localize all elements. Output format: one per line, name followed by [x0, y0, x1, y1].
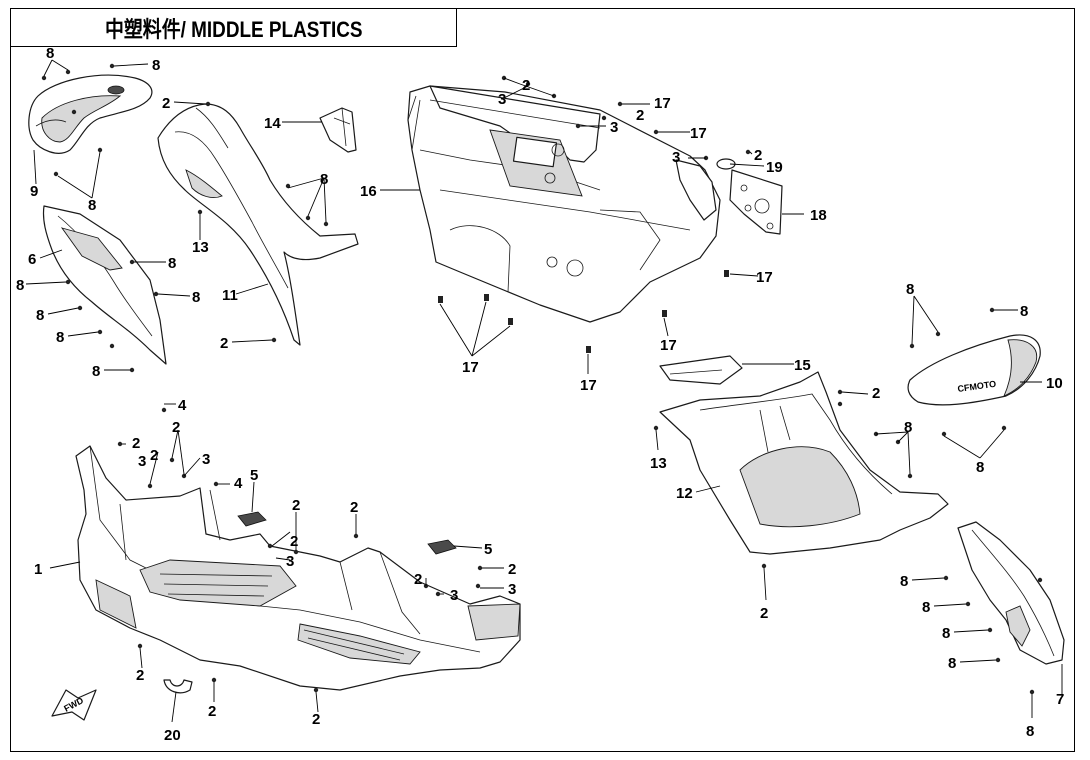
part-5-clip-right [427, 539, 457, 555]
callout-label: 18 [810, 207, 827, 224]
callout-label: 8 [88, 197, 96, 214]
callout-label: 2 [350, 499, 358, 516]
callout-label: 2 [292, 497, 300, 514]
callout-label: 2 [208, 703, 216, 720]
callout-label: 9 [30, 183, 38, 200]
callout-label: 2 [136, 667, 144, 684]
part-16-dash-panel [407, 85, 721, 323]
part-12-panel [659, 371, 949, 555]
callout-label: 8 [976, 459, 984, 476]
callout-label: 4 [178, 397, 187, 414]
callout-label: 2 [172, 419, 180, 436]
part-18-plate [729, 169, 783, 235]
callout-label: 8 [1026, 723, 1034, 740]
part-7-side-panel [957, 521, 1065, 665]
callout-label: 3 [138, 453, 146, 470]
callout-label: 2 [636, 107, 644, 124]
callout-label: 2 [150, 447, 158, 464]
part-14-bracket [319, 107, 357, 153]
callout-labels: 8 8 9 8 2 14 8 13 11 2 6 8 8 8 8 8 8 2 3… [16, 45, 1064, 744]
callout-label: 1 [34, 561, 42, 578]
callout-label: 8 [1020, 303, 1028, 320]
callout-label: 2 [522, 77, 530, 94]
part-19-bracket [675, 158, 736, 221]
part-15-trim [659, 355, 743, 385]
callout-label: 3 [508, 581, 516, 598]
callout-label: 17 [654, 95, 671, 112]
callout-label: 7 [1056, 691, 1064, 708]
part-10-cover: CFMOTO [907, 334, 1041, 406]
callout-label: 2 [508, 561, 516, 578]
callout-label: 17 [690, 125, 707, 142]
callout-label: 13 [192, 239, 209, 256]
callout-label: 2 [162, 95, 170, 112]
callout-label: 17 [462, 359, 479, 376]
leader-lines [25, 59, 1063, 723]
callout-label: 17 [580, 377, 597, 394]
callout-label: 8 [152, 57, 160, 74]
callout-label: 2 [872, 385, 880, 402]
callout-label: 8 [36, 307, 44, 324]
callout-label: 8 [948, 655, 956, 672]
callout-label: 5 [484, 541, 492, 558]
callout-label: 17 [756, 269, 773, 286]
callout-label: 13 [650, 455, 667, 472]
callout-label: 14 [264, 115, 281, 132]
callout-label: 11 [222, 287, 238, 304]
fwd-arrow-icon: FWD [51, 689, 97, 721]
callout-label: 17 [660, 337, 677, 354]
callout-label: 3 [202, 451, 210, 468]
part-11-side-panel [157, 103, 359, 346]
callout-label: 2 [754, 147, 762, 164]
callout-label: 8 [46, 45, 54, 62]
callout-label: 16 [360, 183, 377, 200]
callout-label: 8 [942, 625, 950, 642]
callout-label: 8 [900, 573, 908, 590]
callout-label: 3 [450, 587, 458, 604]
callout-label: 2 [132, 435, 140, 452]
callout-label: 3 [610, 119, 618, 136]
callout-label: 2 [760, 605, 768, 622]
callout-label: 15 [794, 357, 811, 374]
part-20-clamp [163, 679, 193, 694]
title-box: 中塑料件/ MIDDLE PLASTICS [10, 8, 457, 47]
callout-label: 2 [220, 335, 228, 352]
callout-label: 19 [766, 159, 783, 176]
callout-label: 5 [250, 467, 258, 484]
callout-label: 3 [498, 91, 506, 108]
callout-label: 2 [312, 711, 320, 728]
callout-label: 8 [922, 599, 930, 616]
callout-label: 10 [1046, 375, 1063, 392]
callout-label: 8 [92, 363, 100, 380]
callout-label: 2 [290, 533, 298, 550]
callout-label: 12 [676, 485, 693, 502]
callout-label: 8 [192, 289, 200, 306]
callout-label: 2 [414, 571, 422, 588]
part-1-floor-tub [75, 445, 521, 691]
callout-label: 4 [234, 475, 243, 492]
callout-label: 20 [164, 727, 181, 744]
callout-label: 8 [320, 171, 328, 188]
callout-label: 3 [286, 553, 294, 570]
drawing-frame [10, 8, 1075, 752]
callout-label: 8 [16, 277, 24, 294]
part-5-clip-left [237, 511, 267, 527]
part-6-panel [42, 205, 167, 365]
callout-label: 6 [28, 251, 36, 268]
diagram-title: 中塑料件/ MIDDLE PLASTICS [104, 16, 363, 42]
callout-label: 8 [906, 281, 914, 298]
callout-label: 8 [56, 329, 64, 346]
callout-label: 3 [672, 149, 680, 166]
callout-label: 8 [168, 255, 176, 272]
callout-label: 8 [904, 419, 912, 436]
part-9-cover [28, 74, 153, 154]
